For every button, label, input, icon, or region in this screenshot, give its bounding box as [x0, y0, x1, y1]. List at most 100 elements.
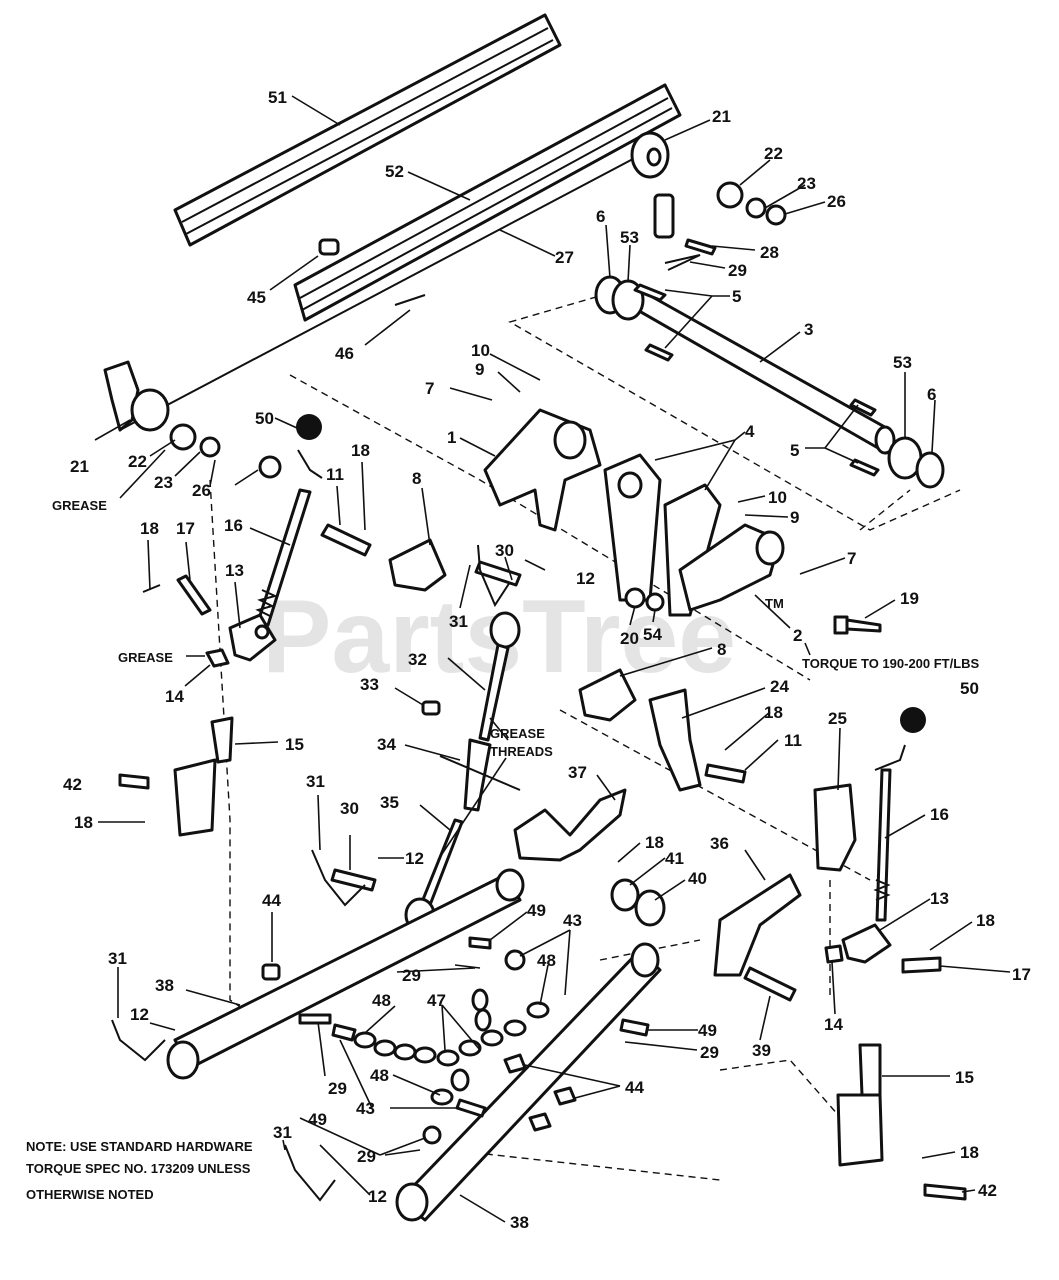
callout-31-left: 31: [108, 949, 127, 968]
bellcrank-21-left: [103, 360, 282, 479]
part-46: [394, 294, 426, 306]
bracket-8-upper: [388, 538, 447, 592]
callout-49-lower-left: 49: [308, 1110, 327, 1129]
callout-30-upper: 30: [495, 541, 514, 560]
clip-31-left: [111, 1019, 166, 1062]
callout-32: 32: [408, 650, 427, 669]
callout-18-lower-right: 18: [960, 1143, 979, 1162]
nut-44-left: [261, 963, 281, 981]
callout-41: 41: [665, 849, 684, 868]
pin-11-lower: [704, 763, 747, 784]
callout-29-lower: 29: [357, 1147, 376, 1166]
callout-18-center: 18: [645, 833, 664, 852]
bushings-washers: [594, 275, 945, 489]
grease-label-top-link: GREASE: [490, 726, 545, 741]
pin-30-upper: [474, 544, 522, 608]
callout-8-lower: 8: [717, 640, 726, 659]
callout-19: 19: [900, 589, 919, 608]
note-line-3: OTHERWISE NOTED: [26, 1187, 154, 1202]
callout-50-left: 50: [255, 409, 274, 428]
callout-18-left: 18: [140, 519, 159, 538]
callout-38-upper: 38: [155, 976, 174, 995]
leader-lines: [94, 95, 1011, 1223]
callout-12-upper: 12: [576, 569, 595, 588]
callout-5-right: 5: [790, 441, 799, 460]
note-line-1: NOTE: USE STANDARD HARDWARE: [26, 1139, 253, 1154]
channel-51: [173, 13, 562, 247]
callout-21-left: 21: [70, 457, 89, 476]
pin-17-left: [176, 574, 212, 616]
washer-54: [645, 592, 665, 612]
bracket-37: [513, 788, 627, 862]
callout-29-top: 29: [728, 261, 747, 280]
lift-arm-1: [483, 408, 602, 532]
callout-10-top: 10: [471, 341, 490, 360]
callout-18-mid: 18: [764, 703, 783, 722]
callout-39: 39: [752, 1041, 771, 1060]
callout-23-left: 23: [154, 473, 173, 492]
callout-13-left: 13: [225, 561, 244, 580]
callout-29-right: 29: [700, 1043, 719, 1062]
callout-3: 3: [804, 320, 813, 339]
pin-11-upper: [320, 523, 372, 557]
eye-bolt-43-upper: [504, 949, 526, 971]
pin-49-lower: [422, 1125, 442, 1145]
callout-52: 52: [385, 162, 404, 181]
note-line-2: TORQUE SPEC NO. 173209 UNLESS: [26, 1161, 251, 1176]
fitting-14-left: [205, 648, 230, 668]
hardware-note: NOTE: USE STANDARD HARDWARE TORQUE SPEC …: [26, 1139, 253, 1202]
callout-14-left: 14: [165, 687, 184, 706]
callout-31-upper: 31: [449, 612, 468, 631]
callout-9-mid: 9: [790, 508, 799, 527]
bellcrank-21-right: [630, 131, 787, 271]
callout-18-lower-left: 18: [74, 813, 93, 832]
callout-2: 2: [793, 626, 802, 645]
callout-51: 51: [268, 88, 287, 107]
callout-47: 47: [427, 991, 446, 1010]
callout-46: 46: [335, 344, 354, 363]
nut-44-a: [503, 1053, 527, 1074]
callout-21-right: 21: [712, 107, 731, 126]
callout-26-right: 26: [827, 192, 846, 211]
callout-26-left: 26: [192, 481, 211, 500]
watermark-tm: TM: [765, 596, 784, 611]
lower-link-38-lower: [395, 942, 662, 1222]
callout-4: 4: [745, 422, 755, 441]
pin-42-left: [118, 773, 150, 790]
callout-27: 27: [555, 248, 574, 267]
callout-37: 37: [568, 763, 587, 782]
callout-31-middle: 31: [306, 772, 325, 791]
clip-31-middle: [311, 849, 366, 907]
callout-42-left: 42: [63, 775, 82, 794]
callout-16-right: 16: [930, 805, 949, 824]
callout-48-right: 48: [537, 951, 556, 970]
callout-9-top: 9: [475, 360, 484, 379]
callout-22-left: 22: [128, 452, 147, 471]
callout-7-top: 7: [425, 379, 434, 398]
pin-42-right: [923, 1183, 967, 1201]
nut-44-c: [528, 1112, 552, 1132]
eye-bolt-43-left: [331, 1023, 357, 1042]
pin-49-upper: [468, 936, 492, 950]
callout-43-lower: 43: [356, 1099, 375, 1118]
callout-45: 45: [247, 288, 266, 307]
lift-rod-16-left: [255, 449, 323, 627]
knob-50-right: [900, 707, 926, 733]
nut-44-b: [553, 1086, 577, 1106]
yoke-13-right: [841, 923, 892, 964]
callout-5-top: 5: [732, 287, 741, 306]
callout-24: 24: [770, 677, 789, 696]
callout-44-lower: 44: [625, 1078, 644, 1097]
callout-14-right: 14: [824, 1015, 843, 1034]
cross-shaft-3: [618, 288, 896, 455]
check-chain-47: [353, 988, 550, 1106]
callout-6-right: 6: [927, 385, 936, 404]
pin-49-right: [619, 1018, 650, 1037]
callout-33: 33: [360, 675, 379, 694]
part-45: [318, 238, 340, 256]
eye-bolt-43-lower: [455, 1098, 487, 1118]
callout-22-right: 22: [764, 144, 783, 163]
callout-11-upper: 11: [326, 465, 344, 484]
pin-30-lower: [330, 868, 377, 892]
callout-17-left: 17: [176, 519, 195, 538]
